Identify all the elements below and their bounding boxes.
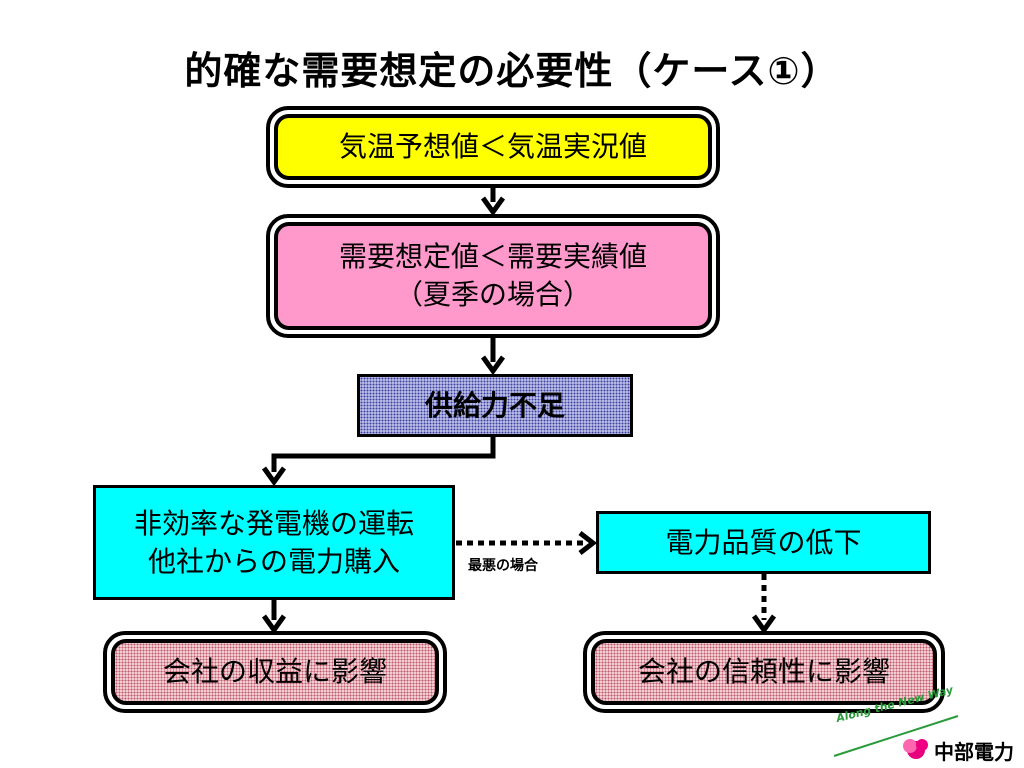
- node-supply-shortage: 供給力不足: [357, 374, 633, 437]
- node-profit-impact: 会社の収益に影響: [103, 631, 447, 713]
- company-logo: [833, 715, 959, 759]
- node-countermeasures: 非効率な発電機の運転 他社からの電力購入: [93, 485, 455, 600]
- arrow-quality-to-trust: [751, 574, 777, 635]
- node-countermeasures-line2: 他社からの電力購入: [147, 544, 400, 578]
- arrow-temp-to-demand: [480, 188, 506, 217]
- node-countermeasures-line1: 非効率な発電機の運転: [133, 506, 414, 540]
- node-demand-forecast-text: 需要想定値＜需要実績値: [338, 240, 647, 274]
- edge-label-worst-case: 最悪の場合: [468, 558, 538, 574]
- node-power-quality: 電力品質の低下: [596, 511, 931, 574]
- node-trust-impact: 会社の信頼性に影響: [583, 631, 945, 713]
- node-demand-forecast-note: （夏季の場合）: [394, 278, 591, 311]
- logo-company-name: 中部電力: [934, 740, 1014, 764]
- page-title: 的確な需要想定の必要性（ケース①）: [184, 49, 840, 93]
- arrow-shortage-to-measures: [261, 437, 496, 487]
- node-power-quality-text: 電力品質の低下: [665, 525, 862, 559]
- arrow-measures-to-profit: [261, 600, 287, 635]
- node-temperature-forecast: 気温予想値＜気温実況値: [266, 106, 720, 188]
- node-demand-forecast: 需要想定値＜需要実績値 （夏季の場合）: [266, 214, 720, 338]
- logo-swoosh: [833, 715, 959, 757]
- arrow-demand-to-shortage: [480, 338, 506, 376]
- node-profit-impact-text: 会社の収益に影響: [162, 655, 387, 689]
- logo-mark-icon: [903, 739, 928, 759]
- node-trust-impact-text: 会社の信頼性に影響: [637, 655, 890, 689]
- arrow-measures-to-quality: [456, 531, 598, 555]
- node-temperature-forecast-text: 気温予想値＜気温実況値: [338, 130, 647, 164]
- node-supply-shortage-text: 供給力不足: [424, 388, 565, 422]
